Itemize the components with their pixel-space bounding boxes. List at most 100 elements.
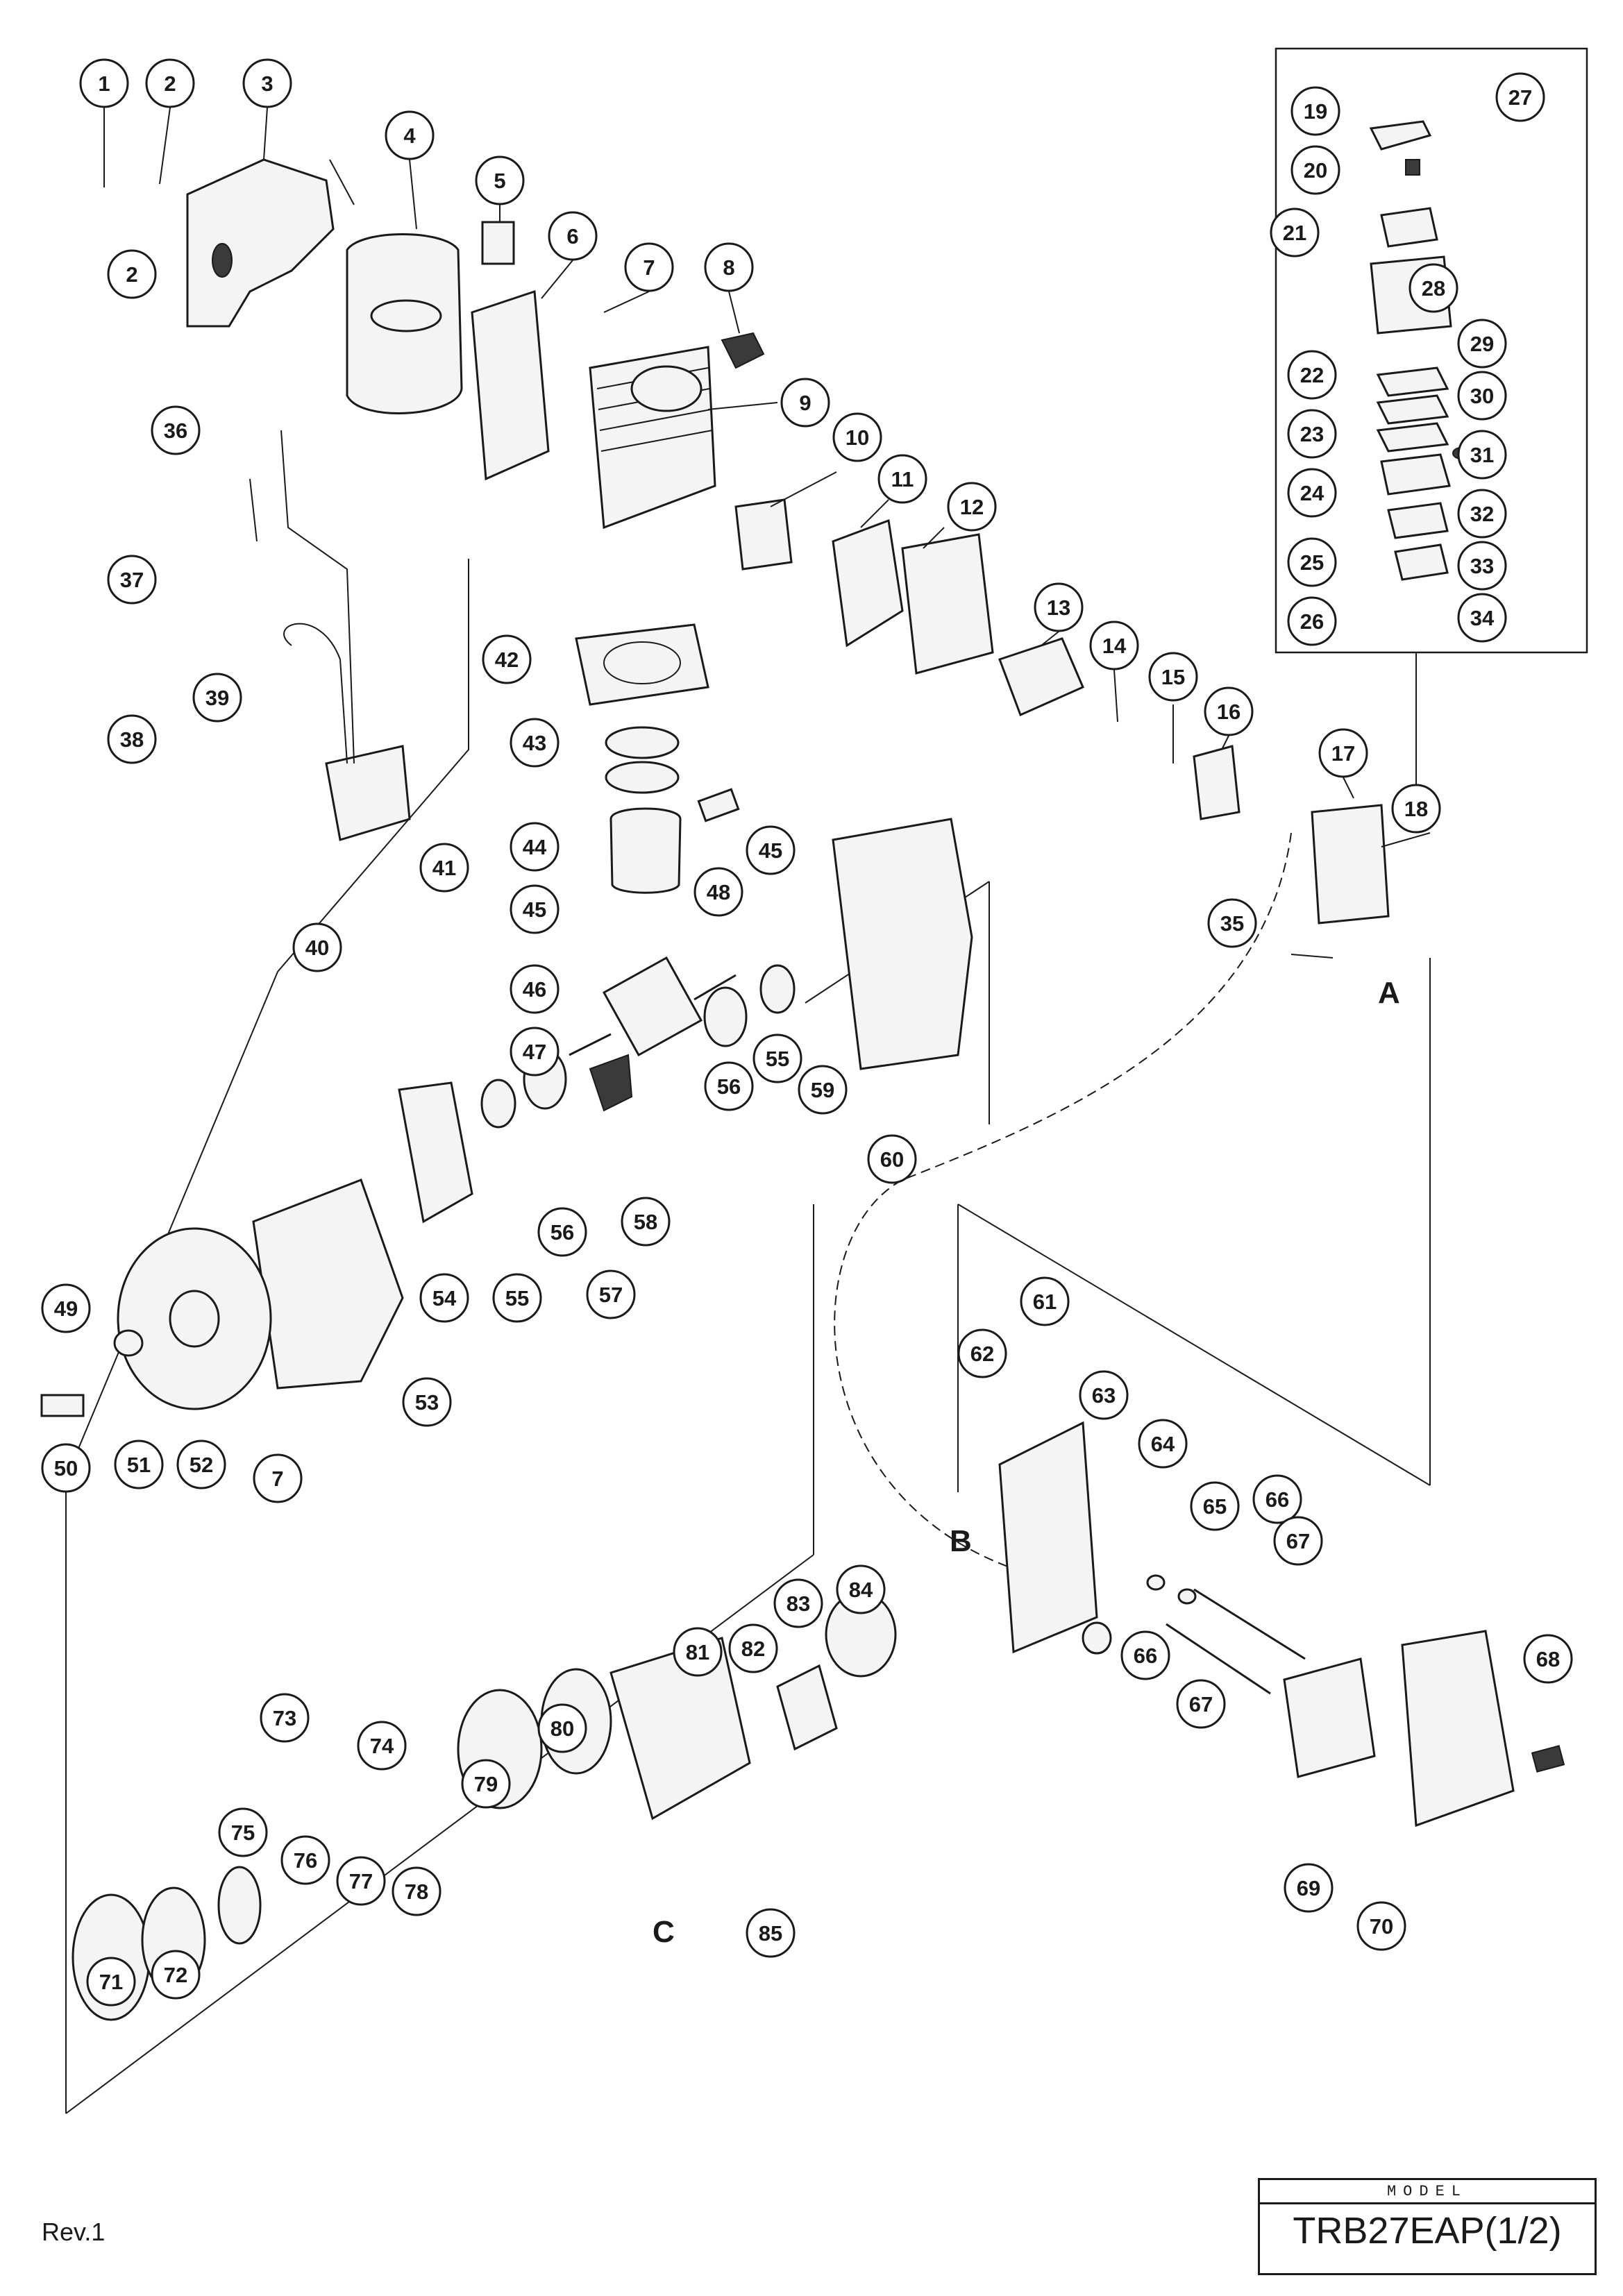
part-callout-28: 28 (1408, 263, 1458, 313)
part-callout-number: 68 (1536, 1647, 1560, 1671)
part-callout-number: 48 (707, 880, 730, 904)
part-callout-63: 63 (1079, 1370, 1129, 1420)
primer-pump-shape (1082, 1621, 1112, 1655)
part-callout-number: 44 (523, 835, 547, 859)
part-callout-14: 14 (1089, 621, 1139, 670)
part-callout-66: 66 (1252, 1474, 1302, 1524)
part-callout-79: 79 (461, 1759, 511, 1809)
air-cleaner-case-shape (998, 1421, 1098, 1654)
part-callout-number: 31 (1470, 443, 1494, 467)
part-callout-75: 75 (218, 1807, 268, 1857)
part-callout-number: 58 (634, 1210, 657, 1234)
part-callout-43: 43 (510, 718, 560, 768)
part-callout-number: 13 (1047, 596, 1070, 620)
part-callout-number: 55 (505, 1286, 529, 1310)
part-callout-58: 58 (621, 1197, 671, 1247)
part-callout-number: 18 (1404, 797, 1428, 821)
part-callout-number: 63 (1092, 1383, 1116, 1408)
starter-pulley-shape (217, 1866, 262, 1945)
cylinder-gasket-shape (575, 623, 709, 706)
part-callout-number: 56 (550, 1220, 574, 1244)
part-callout-number: 76 (294, 1848, 317, 1873)
part-callout-number: 57 (599, 1283, 623, 1307)
part-callout-52: 52 (176, 1440, 226, 1489)
part-callout-number: 42 (495, 648, 519, 672)
spark-plug-shape (721, 332, 765, 369)
part-callout-71: 71 (86, 1957, 136, 2007)
part-callout-35: 35 (1207, 898, 1257, 948)
section-letter-a: A (1378, 976, 1400, 1010)
part-callout-number: 37 (120, 568, 144, 592)
part-callout-number: 9 (799, 391, 811, 415)
part-callout-number: 84 (849, 1578, 873, 1602)
part-callout-number: 1 (98, 71, 110, 96)
part-callout-number: 16 (1217, 700, 1241, 724)
part-callout-number: 73 (273, 1706, 296, 1730)
crankcase-left-shape (252, 1179, 404, 1390)
muffler-gasket-shape (471, 289, 550, 481)
carburetor-insulator-shape (998, 637, 1084, 717)
part-callout-number: 41 (432, 856, 456, 880)
part-callout-number: 40 (305, 936, 329, 960)
part-callout-number: 3 (261, 71, 273, 96)
leader-lines (103, 107, 1431, 959)
part-callout-number: 43 (523, 731, 546, 755)
part-callout-50: 50 (41, 1443, 91, 1493)
part-callout-number: 60 (880, 1147, 904, 1172)
part-callout-number: 66 (1134, 1644, 1157, 1668)
part-callout-number: 28 (1422, 276, 1445, 301)
part-callout-54: 54 (419, 1273, 469, 1323)
part-callout-72: 72 (151, 1950, 201, 2000)
part-callout-number: 70 (1370, 1914, 1393, 1939)
part-callout-number: 56 (717, 1074, 741, 1099)
section-letter-c: C (653, 1915, 675, 1949)
air-filter-element-shape (1283, 1657, 1376, 1778)
part-callout-65: 65 (1190, 1481, 1240, 1531)
heat-shield-shape (832, 518, 904, 648)
part-callout-number: 5 (494, 169, 505, 193)
part-callout-45-repeat: 45 (746, 825, 796, 875)
carburetor-gasket-shape (1193, 745, 1241, 820)
part-callout-56-repeat: 56 (704, 1061, 754, 1111)
nut-shape (40, 1394, 85, 1417)
part-callout-11: 11 (877, 454, 927, 504)
part-callout-number: 20 (1304, 158, 1327, 183)
crankshaft-shape (602, 956, 703, 1057)
model-title-block: MODEL TRB27EAP(1/2) (1258, 2178, 1597, 2275)
part-callout-17: 17 (1318, 728, 1368, 778)
part-callout-56: 56 (537, 1207, 587, 1257)
part-callout-number: 46 (523, 977, 546, 1002)
part-callout-34: 34 (1457, 593, 1507, 643)
part-callout-48: 48 (693, 867, 743, 917)
part-callout-24: 24 (1287, 468, 1337, 518)
part-callout-number: 24 (1300, 481, 1325, 505)
part-callout-number: 12 (960, 495, 984, 519)
part-callout-number: 10 (846, 425, 869, 450)
part-callout-12: 12 (947, 482, 997, 532)
part-callout-number: 34 (1470, 606, 1495, 630)
part-callout-number: 50 (54, 1456, 78, 1480)
part-callout-82: 82 (728, 1623, 778, 1673)
part-callout-23: 23 (1287, 409, 1337, 459)
part-callout-number: 54 (432, 1286, 457, 1310)
part-callout-21: 21 (1270, 208, 1320, 258)
part-callout-number: 65 (1203, 1494, 1227, 1519)
part-callout-41: 41 (419, 843, 469, 893)
knob-shape (1531, 1745, 1565, 1773)
part-callout-51: 51 (114, 1440, 164, 1489)
part-callout-number: 14 (1102, 634, 1127, 658)
part-callout-number: 22 (1300, 363, 1324, 387)
part-callout-number: 55 (766, 1047, 789, 1071)
part-callout-55: 55 (492, 1273, 542, 1323)
part-callout-55-repeat: 55 (752, 1033, 802, 1083)
part-callout-number: 79 (474, 1772, 498, 1796)
part-callout-number: 32 (1470, 502, 1494, 526)
part-callout-number: 51 (127, 1453, 151, 1477)
part-callout-19: 19 (1290, 86, 1340, 136)
part-callout-46: 46 (510, 964, 560, 1014)
part-callout-7-repeat: 7 (253, 1453, 303, 1503)
part-callout-number: 78 (405, 1880, 428, 1904)
part-callout-31: 31 (1457, 430, 1507, 480)
